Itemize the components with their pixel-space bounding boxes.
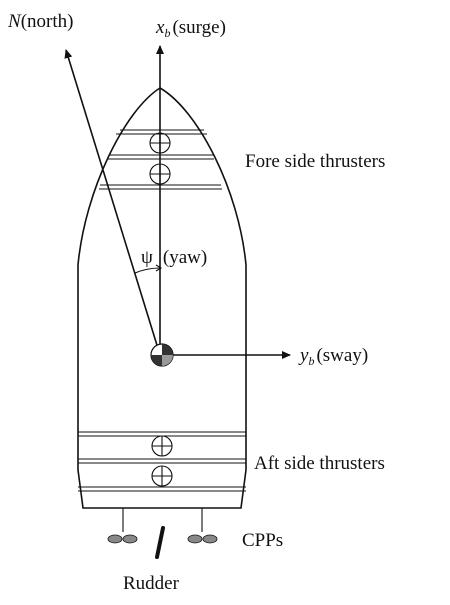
center-of-gravity-icon bbox=[150, 343, 174, 367]
north-label: N(north) bbox=[7, 11, 73, 32]
cpps-label: CPPs bbox=[242, 530, 283, 551]
cpp-propeller-starboard bbox=[187, 508, 218, 544]
fore-thrusters-label: Fore side thrusters bbox=[245, 151, 385, 172]
rudder-label: Rudder bbox=[123, 573, 180, 594]
rudder-blade bbox=[155, 526, 165, 559]
aft-thrusters-label: Aft side thrusters bbox=[254, 453, 385, 474]
yaw-label: ψ(yaw) bbox=[141, 247, 207, 268]
sway-label: yb(sway) bbox=[298, 345, 368, 368]
yaw-angle-arc bbox=[134, 267, 161, 274]
surge-label: xb(surge) bbox=[155, 17, 226, 40]
north-arrow bbox=[64, 49, 161, 356]
cpp-propeller-port bbox=[107, 508, 138, 544]
aft-thruster-2 bbox=[151, 465, 173, 487]
hull-outline bbox=[77, 87, 247, 509]
aft-thruster-1 bbox=[151, 435, 173, 457]
